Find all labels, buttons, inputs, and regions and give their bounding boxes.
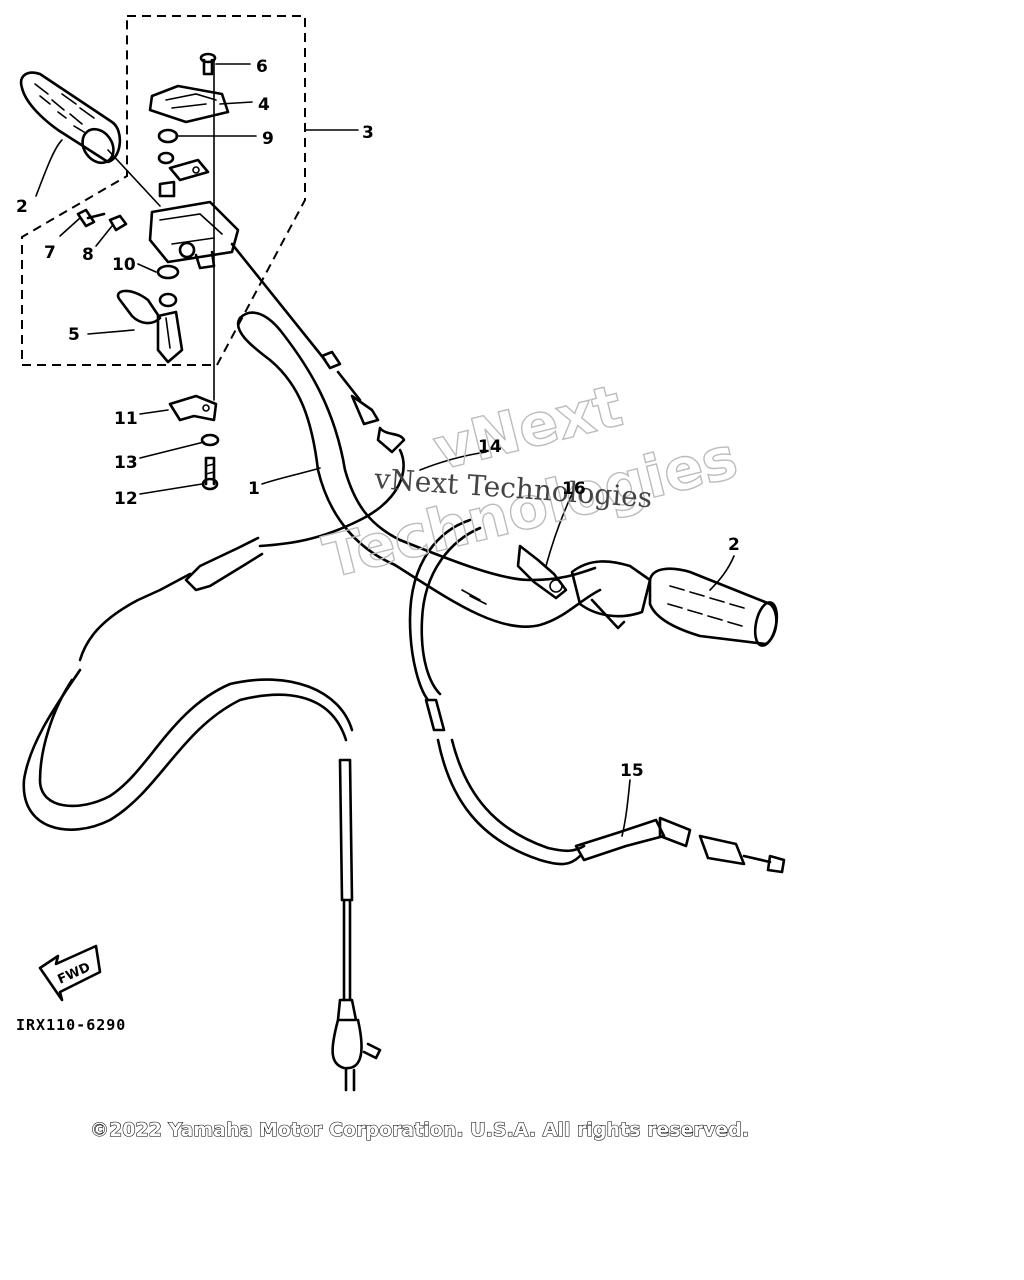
callout-9: 9 [262,129,274,149]
throttle-housing-16 [516,544,652,630]
figure-code: IRX110-6290 [16,1016,126,1034]
lever-5 [116,289,184,364]
switch-housing [148,200,240,270]
callout-11: 11 [114,409,138,429]
washer-13 [200,433,220,447]
fwd-arrow-icon: FWD [38,944,102,1002]
callout-13: 13 [114,453,138,473]
copyright-notice: ©2022 Yamaha Motor Corporation. U.S.A. A… [90,1119,749,1141]
callout-7: 7 [44,243,56,263]
assembly-box-outline [21,15,306,366]
callout-12: 12 [114,489,138,509]
callout-10: 10 [112,255,136,275]
leader-lines [35,63,735,837]
washers-10 [156,264,180,308]
cover-plate [148,84,230,124]
right-grip [648,567,779,647]
callout-6: 6 [256,57,268,77]
callout-15: 15 [620,761,644,781]
left-grip [19,71,122,165]
callout-16: 16 [562,479,586,499]
washer-9 [157,128,210,198]
callout-2-left: 2 [16,197,28,217]
pivot-rod [107,59,215,401]
callout-14: 14 [478,437,502,457]
screw-12 [201,456,219,491]
cable-15 [408,518,786,874]
callout-2-right: 2 [728,535,740,555]
callout-5: 5 [68,325,80,345]
nut-8 [108,214,128,232]
callout-4: 4 [258,95,270,115]
bolt-7 [76,208,106,228]
callout-3: 3 [362,123,374,143]
screw-6 [199,52,217,76]
clamp-11 [168,394,218,422]
callout-1: 1 [248,479,260,499]
callout-8: 8 [82,245,94,265]
cable-14 [22,242,406,1092]
